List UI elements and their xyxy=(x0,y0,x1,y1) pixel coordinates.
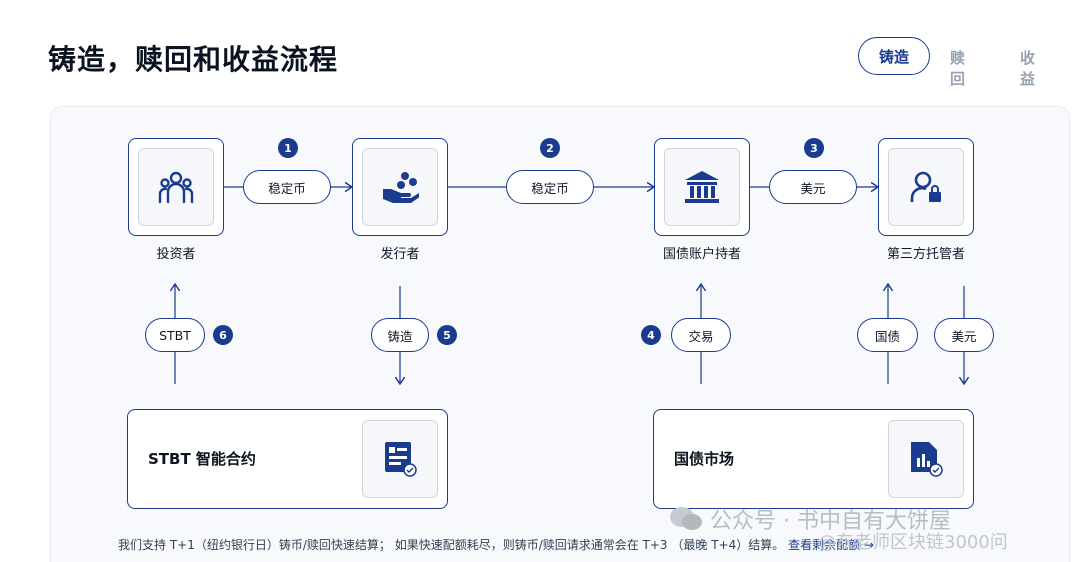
flow-pill-6: STBT xyxy=(145,318,205,352)
tab-redeem[interactable]: 赎回 xyxy=(950,49,966,88)
wechat-watermark: 公众号 · 书中自有大饼屋 xyxy=(668,503,951,535)
contract-doc-tile xyxy=(362,420,438,498)
step-badge-5: 5 xyxy=(437,325,457,345)
flow-pill-3: 美元 xyxy=(769,170,857,204)
flow-pill-usd: 美元 xyxy=(934,318,994,352)
settlement-footnote: 我们支持 T+1（纽约银行日）铸币/赎回快速结算； 如果快速配额耗尽，则铸币/赎… xyxy=(118,536,874,553)
block-title-contract: STBT 智能合约 xyxy=(148,450,256,468)
node-issuer xyxy=(352,138,448,236)
footnote-text: 我们支持 T+1（纽约银行日）铸币/赎回快速结算； 如果快速配额耗尽，则铸币/赎… xyxy=(118,538,785,552)
hand-coins-icon xyxy=(383,172,419,203)
flow-pill-2: 稳定币 xyxy=(506,170,594,204)
step-badge-2: 2 xyxy=(540,138,560,158)
block-title-market: 国债市场 xyxy=(674,450,735,468)
bank-icon xyxy=(685,171,719,203)
tab-mint[interactable]: 铸造 xyxy=(858,37,930,75)
step-badge-6: 6 xyxy=(213,325,233,345)
step-badge-1: 1 xyxy=(278,138,298,158)
node-label-issuer: 发行者 xyxy=(380,247,420,262)
flow-pill-1: 稳定币 xyxy=(243,170,331,204)
tab-bar: 铸造 赎回 收益 xyxy=(858,37,1035,88)
node-custodian xyxy=(878,138,974,236)
watermark-subtext: @东老师区块链3000问 xyxy=(818,532,1008,553)
step-badge-3: 3 xyxy=(804,138,824,158)
flow-pill-bond: 国债 xyxy=(857,318,918,352)
market-doc-tile xyxy=(888,420,964,498)
node-label-investor: 投资者 xyxy=(156,247,196,262)
step-badge-4: 4 xyxy=(641,325,661,345)
tab-yield[interactable]: 收益 xyxy=(1020,49,1036,88)
node-treasury-holder xyxy=(654,138,750,236)
node-investor xyxy=(128,138,224,236)
market-report-icon xyxy=(911,442,943,477)
flow-pill-4: 交易 xyxy=(671,318,731,352)
node-label-treasury-holder: 国债账户持者 xyxy=(662,247,741,262)
block-treasury-market: 国债市场 xyxy=(653,409,974,509)
wechat-icon xyxy=(670,507,702,530)
flow-pill-5: 铸造 xyxy=(371,318,429,352)
page-title: 铸造，赎回和收益流程 xyxy=(48,43,339,76)
users-icon xyxy=(158,171,194,204)
contract-document-icon xyxy=(385,442,417,477)
remaining-quota-link[interactable]: 查看剩余配额 → xyxy=(788,538,874,552)
node-label-custodian: 第三方托管者 xyxy=(886,247,965,262)
block-smart-contract: STBT 智能合约 xyxy=(127,409,448,509)
user-lock-icon xyxy=(910,171,941,202)
watermark-account: 公众号 · 书中自有大饼屋 xyxy=(710,509,951,534)
